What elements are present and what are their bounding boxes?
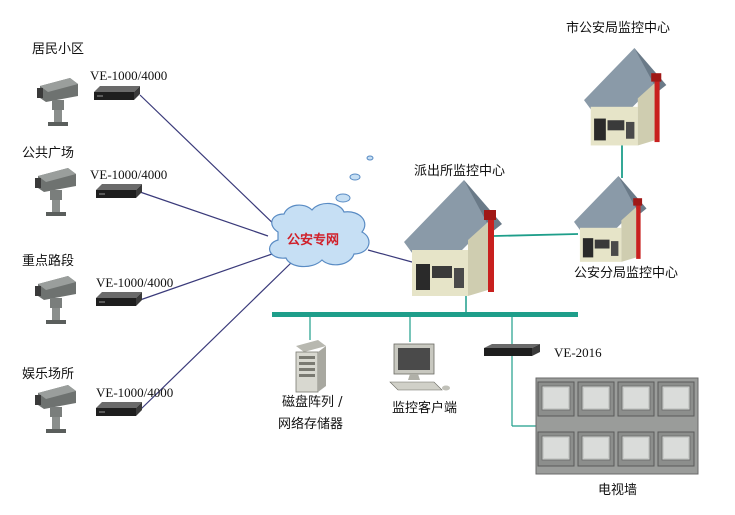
bus-line	[493, 233, 579, 237]
camera-links	[139, 94, 413, 411]
dvr-icon	[96, 184, 142, 198]
video-wall: 电视墙	[535, 377, 699, 498]
camera-icon	[35, 385, 76, 433]
dvr-icon	[94, 86, 140, 100]
link-line	[139, 94, 283, 233]
center-label: 公安分局监控中心	[574, 266, 678, 281]
screen-icon	[537, 431, 575, 467]
cloud-bubble	[349, 173, 361, 181]
camera-icon	[35, 276, 76, 324]
server-icon	[295, 340, 326, 393]
link-line	[139, 253, 273, 301]
site-key-road: 重点路段 VE-1000/4000	[22, 253, 173, 324]
dvr-icon	[96, 292, 142, 306]
screen-icon	[537, 381, 575, 417]
storage-array: 磁盘阵列 / 网络存储器	[278, 340, 343, 432]
storage-label-2: 网络存储器	[278, 416, 343, 432]
building-icon	[574, 176, 647, 262]
computer-icon	[389, 343, 450, 391]
storage-label-1: 磁盘阵列 /	[282, 394, 343, 410]
camera-icon	[35, 168, 76, 216]
screen-icon	[657, 381, 695, 417]
decoder-label: VE-2016	[554, 345, 602, 360]
cloud-shape	[269, 202, 370, 268]
link-line	[139, 261, 293, 411]
site-public-square: 公共广场 VE-1000/4000	[22, 146, 167, 216]
cloud-bubble	[335, 193, 351, 203]
site-name: 重点路段	[22, 253, 74, 269]
dvr-model: VE-1000/4000	[90, 68, 167, 83]
police-station-center: 派出所监控中心	[404, 164, 505, 296]
center-label: 派出所监控中心	[414, 164, 505, 179]
site-entertainment: 娱乐场所 VE-1000/4000	[22, 367, 173, 433]
link-line	[367, 249, 413, 263]
camera-icon	[37, 78, 78, 126]
dvr-model: VE-1000/4000	[90, 167, 167, 182]
client-label: 监控客户端	[392, 400, 457, 416]
site-name: 居民小区	[32, 42, 84, 57]
dvr-model: VE-1000/4000	[96, 385, 173, 400]
network-label: 公安专网	[287, 232, 339, 248]
dvr-model: VE-1000/4000	[96, 275, 173, 290]
screen-icon	[577, 431, 615, 467]
screen-icon	[617, 381, 655, 417]
building-icon	[584, 48, 667, 146]
bus-bar	[272, 312, 578, 317]
center-label: 市公安局监控中心	[566, 20, 670, 36]
site-name: 公共广场	[22, 146, 74, 161]
city-bureau-center: 市公安局监控中心	[566, 20, 670, 146]
site-residential: 居民小区 VE-1000/4000	[32, 42, 167, 126]
branch-bureau-center: 公安分局监控中心	[574, 176, 678, 281]
screen-icon	[617, 431, 655, 467]
cloud-bubble	[366, 155, 374, 161]
site-name: 娱乐场所	[22, 367, 74, 382]
monitoring-client: 监控客户端	[389, 343, 457, 416]
video-wall-label: 电视墙	[598, 483, 637, 498]
dvr-icon	[96, 402, 142, 416]
decoder-icon	[484, 344, 540, 356]
decoder: VE-2016	[484, 344, 602, 360]
network-cloud: 公安专网	[269, 155, 374, 268]
building-icon	[404, 180, 502, 296]
screen-icon	[657, 431, 695, 467]
link-line	[139, 191, 269, 237]
screen-icon	[577, 381, 615, 417]
